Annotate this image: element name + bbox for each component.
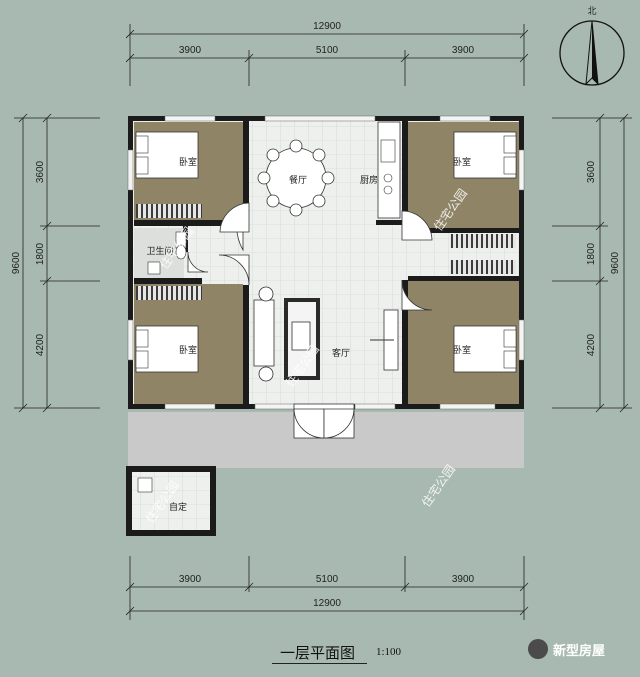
closet-bottom-left [136,286,202,300]
dining-table [257,139,335,217]
brand-badge: 新型房屋 [528,638,605,660]
right-dimensions [552,113,632,413]
label-outbuilding: 自定 [169,501,187,513]
left-total-dimension: 9600 [11,251,22,274]
door-swings [187,201,433,311]
plan-title-block: 一层平面图 1:100 [250,640,450,666]
label-bedroom-bottom-right: 卧室 [453,344,471,356]
label-living: 客厅 [332,347,350,359]
top-windows [164,115,491,122]
tv-cabinet [370,309,399,371]
label-bedroom-bottom-left: 卧室 [179,344,197,356]
left-dimensions [14,113,100,413]
right-total-dimension: 9600 [610,251,621,274]
plan-scale: 1:100 [376,646,402,658]
closet-right-lower [450,260,516,274]
label-bedroom-top-left: 卧室 [179,156,197,168]
entrance-doors [293,403,355,439]
bottom-windows [164,403,496,410]
label-dining: 餐厅 [289,174,307,186]
closet-top-left [136,204,202,218]
left-dimension-top: 3600 [35,160,46,183]
label-bathroom: 卫生间 [146,245,173,257]
closet-right-upper [450,234,516,248]
right-dimension-middle: 1800 [586,242,597,265]
bottom-dimension-left: 3900 [179,574,202,585]
top-dimension-right: 3900 [452,45,475,56]
side-windows [127,149,525,361]
top-total-dimension: 12900 [313,21,341,32]
bottom-dimensions [125,556,529,620]
right-dimension-bottom: 4200 [586,333,597,356]
north-arrow-icon [559,20,625,86]
sofa-set [253,286,320,382]
label-bedroom-top-right: 卧室 [453,156,471,168]
top-dimension-left: 3900 [179,45,202,56]
bottom-total-dimension: 12900 [313,598,341,609]
left-dimension-bottom: 4200 [35,333,46,356]
outbuilding-fixture [137,477,153,493]
bottom-dimension-right: 3900 [452,574,475,585]
bed-top-left [135,131,199,179]
right-dimension-top: 3600 [586,160,597,183]
top-dimensions [125,24,529,86]
kitchen-counter [377,121,401,219]
bottom-dimension-middle: 5100 [316,574,339,585]
bathroom-fixtures [147,231,187,275]
bed-bottom-right [453,325,517,373]
label-kitchen: 厨房 [360,174,378,186]
bed-bottom-left [135,325,199,373]
brand-name: 新型房屋 [553,643,606,659]
bed-top-right [453,131,517,179]
left-dimension-middle: 1800 [35,242,46,265]
plan-title: 一层平面图 [280,644,356,662]
watermark-5: 住宅公园 [418,462,458,510]
north-label: 北 [587,6,596,17]
wechat-icon [528,639,548,659]
title-underline [272,663,367,664]
top-dimension-middle: 5100 [316,45,339,56]
